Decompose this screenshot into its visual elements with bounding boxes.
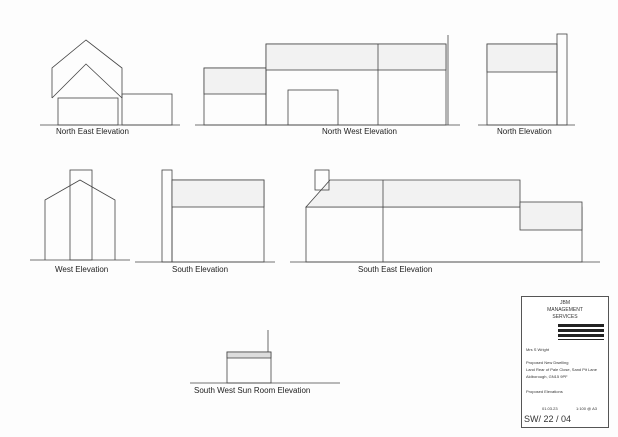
title-block: JBM MANAGEMENT SERVICES Mrs S Wright Pro… (521, 296, 609, 428)
label-north: North Elevation (497, 127, 552, 136)
north-elevation (478, 33, 575, 126)
date: 01.03.23 (542, 406, 558, 411)
company-line2: MANAGEMENT (547, 307, 583, 313)
south-east-elevation (290, 169, 600, 263)
north-east-elevation (40, 39, 180, 126)
label-south-west-sun-room: South West Sun Room Elevation (194, 386, 311, 395)
label-south-east: South East Elevation (358, 265, 433, 274)
label-north-east: North East Elevation (56, 127, 129, 136)
project-line3: Aldborough, GN15 9PF (526, 374, 568, 379)
south-elevation (135, 169, 275, 263)
company-line3: SERVICES (552, 314, 578, 320)
north-west-elevation (195, 35, 460, 126)
drawing-title: Proposed Elevations (526, 389, 563, 394)
label-west: West Elevation (55, 265, 109, 274)
scale: 1:100 @ A3 (576, 406, 597, 411)
west-elevation (30, 169, 130, 261)
drawing-number: SW/ 22 / 04 (524, 414, 572, 424)
client-name: Mrs S Wright (526, 347, 550, 352)
project-line1: Proposed New Dwelling (526, 360, 569, 365)
south-west-sun-room-elevation (190, 330, 340, 384)
project-line2: Land Rear of Pale Close, Sand Pit Lane (526, 367, 597, 372)
company-line1: JBM (560, 300, 570, 306)
label-south: South Elevation (172, 265, 229, 274)
redacted-address (558, 324, 604, 340)
label-north-west: North West Elevation (322, 127, 397, 136)
